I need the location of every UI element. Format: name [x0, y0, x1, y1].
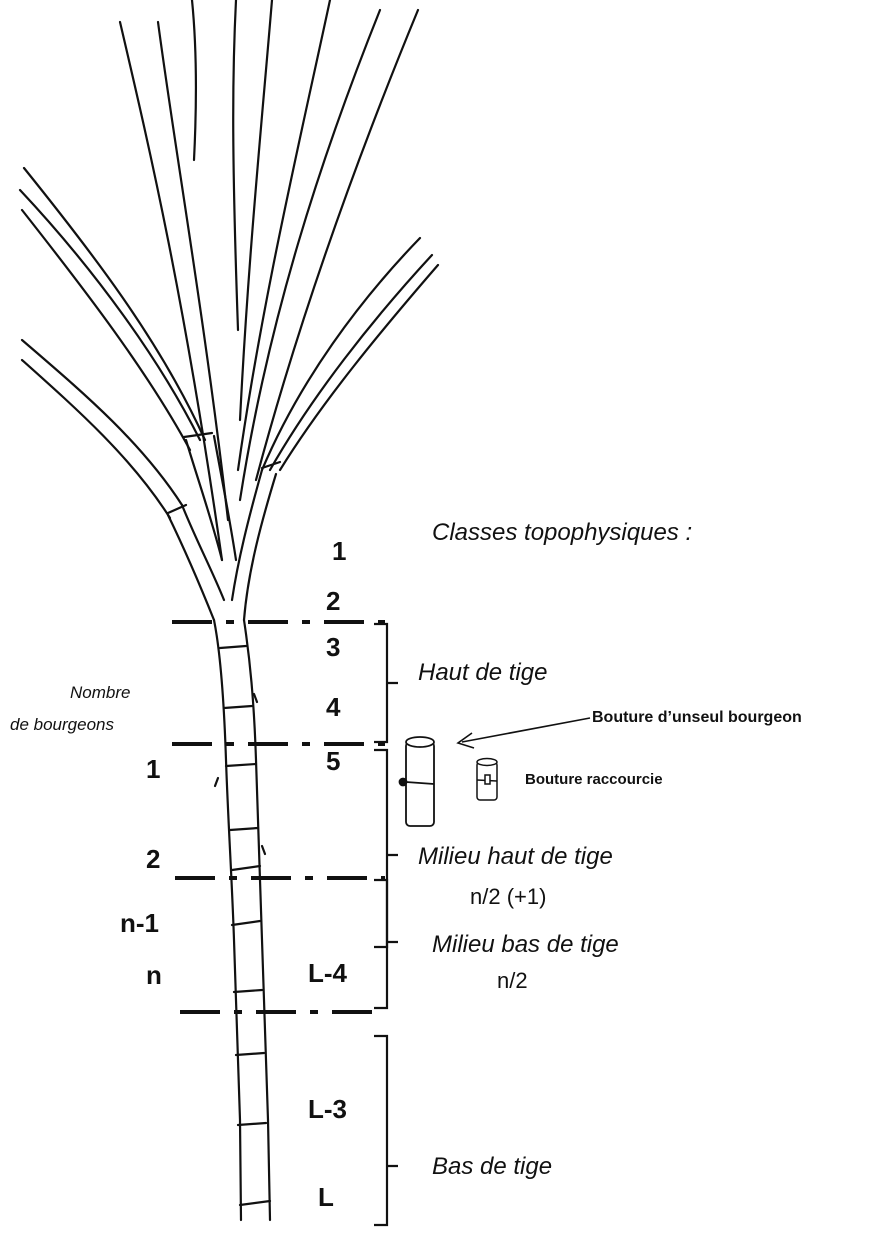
class-count-milieu-bas: n/2	[497, 968, 528, 993]
shortened-cutting-icon	[477, 759, 497, 801]
arrow-icon	[458, 718, 590, 748]
class-label-milieu-bas: Milieu bas de tige	[432, 931, 619, 958]
legend-title: Classes topophysiques :	[432, 519, 692, 546]
right-number-4: 4	[326, 692, 341, 722]
left-number-1: 1	[146, 754, 160, 784]
left-number-2: 2	[146, 844, 160, 874]
stem-drawing	[214, 620, 270, 1220]
right-number-l4: L-4	[308, 958, 348, 988]
bracket-bas	[374, 1036, 398, 1225]
bracket-haut	[374, 624, 398, 742]
right-number-5: 5	[326, 746, 340, 776]
single-bud-cutting-label: Bouture d’unseul bourgeon	[592, 709, 802, 726]
right-number-3: 3	[326, 632, 340, 662]
leaves-drawing	[20, 0, 438, 620]
left-numbers: 1 2 n-1 n	[120, 754, 162, 990]
right-number-2: 2	[326, 586, 340, 616]
left-number-n1: n-1	[120, 908, 159, 938]
brackets	[374, 624, 398, 1225]
shortened-cutting-label: Bouture raccourcie	[525, 771, 663, 788]
class-count-milieu-haut: n/2 (+1)	[470, 884, 546, 909]
section-dividers	[172, 622, 385, 1012]
right-number-l3: L-3	[308, 1094, 347, 1124]
left-caption-line2: de bourgeons	[10, 715, 114, 734]
bracket-milieu-bas	[374, 880, 398, 1008]
right-number-1: 1	[332, 536, 346, 566]
single-bud-cutting-icon	[400, 737, 435, 826]
class-label-bas: Bas de tige	[432, 1153, 552, 1180]
left-number-n: n	[146, 960, 162, 990]
left-caption-line1: Nombre	[70, 683, 130, 702]
class-label-haut: Haut de tige	[418, 659, 547, 686]
right-numbers: 1 2 3 4 5 L-4 L-3 L	[308, 536, 348, 1212]
right-number-l: L	[318, 1182, 334, 1212]
class-label-milieu-haut: Milieu haut de tige	[418, 843, 613, 870]
